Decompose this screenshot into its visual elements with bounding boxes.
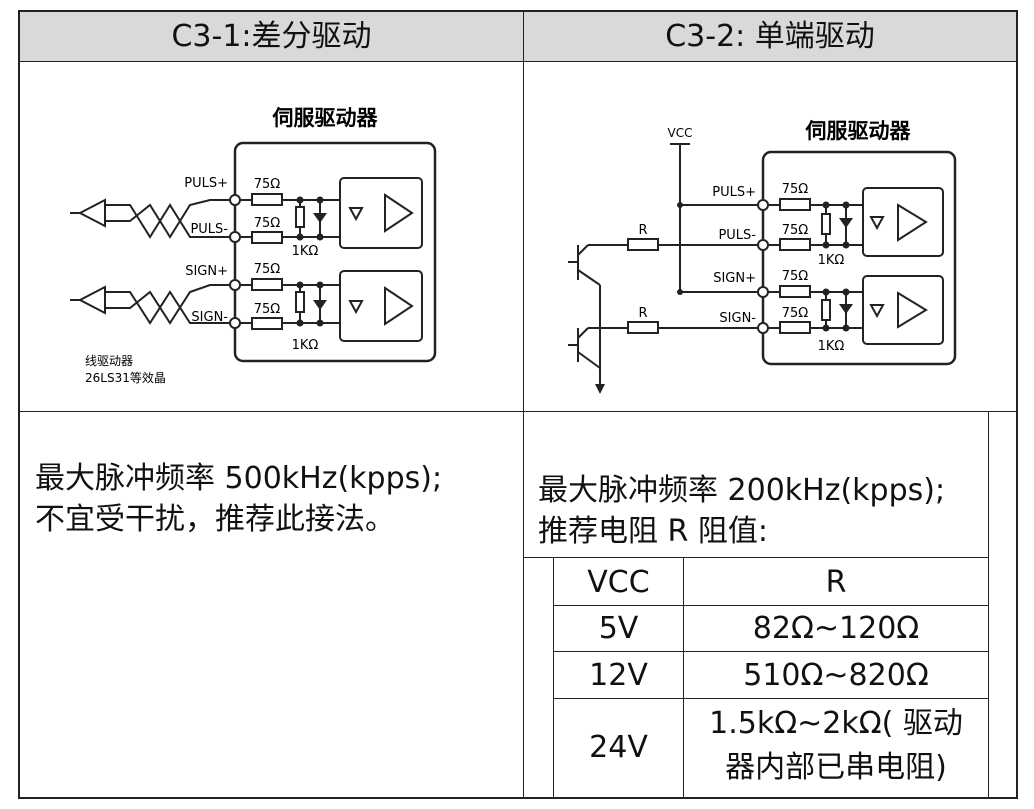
table-cell-vcc-24v: 24V	[589, 730, 648, 765]
header-left-bg	[20, 12, 523, 61]
servo-driver-box	[233, 141, 437, 363]
resistor-label: 75Ω	[254, 177, 281, 192]
header-divider	[18, 61, 1018, 62]
resistor-r-label: R	[638, 306, 647, 321]
right-desc-line2: 推荐电阻 R 阻值:	[538, 514, 769, 549]
subtable-mid	[683, 557, 684, 798]
table-cell-r-24v-line1: 1.5kΩ~2kΩ( 驱动	[709, 706, 963, 741]
pin-label: PULS-	[190, 222, 228, 237]
resistor-label: 75Ω	[782, 223, 809, 238]
column-divider	[523, 10, 524, 798]
header-left: C3-1:差分驱动	[171, 19, 372, 54]
table-cell-r-24v: 1.5kΩ~2kΩ( 驱动 器内部已串电阻)	[684, 702, 988, 790]
servo-driver-title: 伺服驱动器	[272, 106, 379, 130]
subtable-row-2	[553, 651, 989, 652]
pin-label: SIGN-	[719, 311, 756, 326]
pin-puls-plus	[229, 194, 241, 206]
optocoupler-box-1	[339, 177, 423, 249]
pin-sign-plus	[229, 279, 241, 291]
table-cell-vcc-12v: 12V	[589, 658, 648, 693]
vcc-label: VCC	[668, 126, 693, 140]
table-cell-vcc-5v: 5V	[598, 611, 639, 646]
table-cell-r-24v-line2: 器内部已串电阻)	[725, 750, 947, 785]
resistor-label: 75Ω	[254, 262, 281, 277]
resistor-1k-label: 1KΩ	[292, 244, 319, 259]
resistor-label: 75Ω	[782, 306, 809, 321]
resistor-1k-label: 1KΩ	[818, 253, 845, 268]
pin-label: SIGN-	[191, 310, 228, 325]
resistor-label: 75Ω	[782, 182, 809, 197]
pin-label: SIGN+	[713, 271, 756, 286]
right-desc-line1: 最大脉冲频率 200kHz(kpps);	[538, 473, 946, 508]
servo-driver-title: 伺服驱动器	[805, 119, 912, 143]
table-frame	[18, 10, 1018, 798]
subtable-row-3	[553, 698, 989, 699]
pin-label: SIGN+	[185, 264, 228, 279]
row-divider	[18, 411, 1018, 412]
servo-driver-box	[761, 150, 957, 366]
table-cell-r-12v: 510Ω~820Ω	[743, 658, 929, 693]
line-driver-note: 线驱动器	[85, 354, 133, 368]
pin-label: PULS-	[718, 228, 756, 243]
pin-puls-minus	[229, 231, 241, 243]
left-desc-line1: 最大脉冲频率 500kHz(kpps);	[35, 461, 443, 496]
left-desc-line2: 不宜受干扰，推荐此接法。	[35, 502, 395, 537]
line-driver-note: 26LS31等效晶	[85, 370, 166, 385]
resistor-1k-label: 1KΩ	[292, 338, 319, 353]
resistor-label: 75Ω	[782, 269, 809, 284]
table-cell-r-5v: 82Ω~120Ω	[752, 611, 920, 646]
left-description: 最大脉冲频率 500kHz(kpps); 不宜受干扰，推荐此接法。	[35, 458, 515, 540]
right-description: 最大脉冲频率 200kHz(kpps); 推荐电阻 R 阻值:	[538, 470, 998, 552]
differential-drive-diagram: 伺服驱动器 PULS+ PULS- SIGN+ SIGN- 75Ω 75Ω 75…	[70, 106, 437, 385]
table-header-vcc: VCC	[587, 565, 650, 600]
header-right-bg	[524, 12, 1016, 61]
single-ended-drive-diagram: 伺服驱动器 VCC R R PU	[568, 119, 957, 394]
subtable-top	[524, 557, 989, 558]
resistor-r-label: R	[638, 223, 647, 238]
subtable-left	[553, 557, 554, 798]
resistor-1k-label: 1KΩ	[818, 339, 845, 354]
bottom-border	[18, 797, 1018, 799]
resistor-label: 75Ω	[254, 216, 281, 231]
subtable-row-1	[553, 605, 989, 606]
pin-label: PULS+	[712, 185, 756, 200]
table-header-r: R	[825, 565, 847, 600]
header-right: C3-2: 单端驱动	[665, 19, 875, 54]
pin-sign-minus	[229, 317, 241, 329]
pin-label: PULS+	[184, 176, 228, 191]
resistor-label: 75Ω	[254, 302, 281, 317]
inner-right-border	[988, 411, 989, 798]
optocoupler-box-2	[339, 270, 423, 342]
